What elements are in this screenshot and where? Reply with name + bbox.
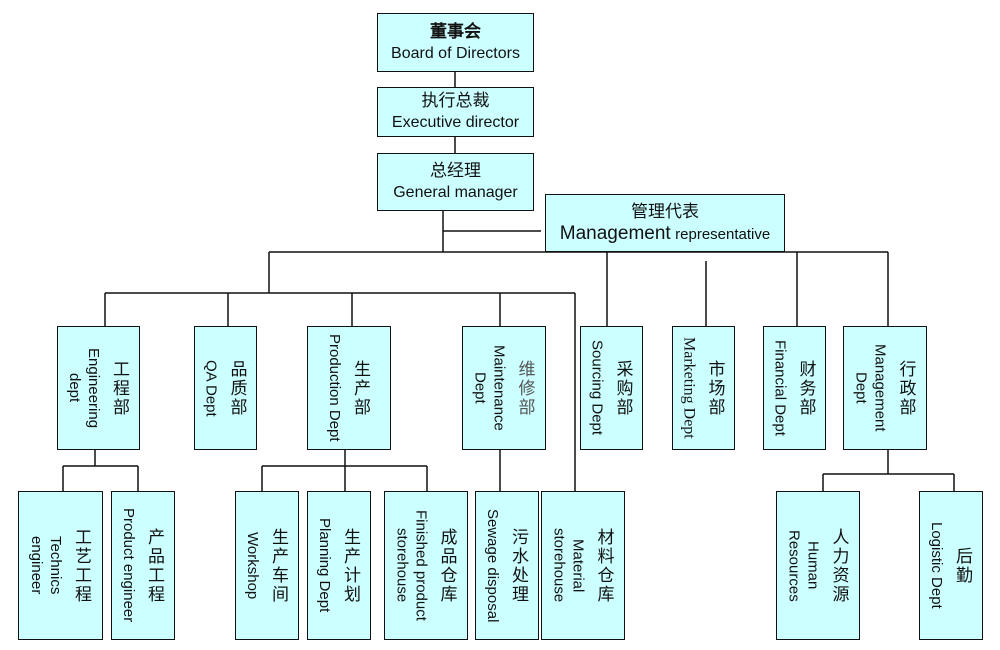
- dept-production: 生产部 Production Dept: [307, 326, 391, 450]
- general-manager-box: 总经理 General manager: [377, 153, 534, 211]
- unit-zh-label: 产品工程: [144, 527, 164, 604]
- unit-zh-label: 工艺工程: [71, 527, 91, 604]
- unit-en-label: Product engineer: [120, 508, 137, 623]
- dept-en-label: Marketing Dept: [680, 337, 698, 439]
- dept-zh-label: 市场部: [704, 359, 725, 417]
- unit-en-label: Finished product storehouse: [393, 510, 430, 621]
- dept-zh-label: 采购部: [612, 359, 633, 417]
- unit-zh-label: 生产车间: [268, 527, 288, 604]
- management-rep-en-rest: representative: [675, 225, 771, 243]
- unit-en-label: Workshop: [244, 531, 261, 600]
- board-en-label: Board of Directors: [391, 44, 520, 62]
- unit-en-label: Sewage disposal: [484, 508, 501, 623]
- unit-finished-product-storehouse: 成品仓库 Finished product storehouse: [384, 491, 468, 640]
- unit-product-engineer: 产品工程 Product engineer: [111, 491, 175, 640]
- unit-logistic-dept: 后勤 Logistic Dept: [919, 491, 983, 640]
- dept-en-label: QA Dept: [202, 359, 220, 417]
- unit-workshop: 生产车间 Workshop: [235, 491, 299, 640]
- dept-zh-label: 行政部: [895, 359, 916, 417]
- unit-zh-label: 人力资源: [828, 527, 849, 604]
- management-representative-box: 管理代表 Management representative: [545, 194, 785, 252]
- dept-zh-label: 维修部: [514, 359, 535, 417]
- dept-en-label: Sourcing Dept: [588, 340, 606, 436]
- dept-en-label: Management Dept: [852, 344, 889, 432]
- management-rep-en-label: Management representative: [560, 223, 770, 246]
- unit-zh-label: 污水处理: [508, 527, 528, 604]
- board-zh-label: 董事会: [430, 21, 481, 42]
- dept-en-label: Maintenance Dept: [471, 345, 508, 431]
- dept-financial: 财务部 Financial Dept: [763, 326, 826, 450]
- dept-zh-label: 品质部: [226, 359, 247, 417]
- general-manager-en-label: General manager: [393, 184, 518, 201]
- dept-en-label: Production Dept: [326, 334, 343, 442]
- unit-zh-label: 生产计划: [340, 527, 360, 604]
- unit-en-label: Planning Dept: [316, 518, 333, 613]
- unit-planning-dept: 生产计划 Planning Dept: [307, 491, 371, 640]
- unit-en-label: Human Resources: [785, 529, 822, 602]
- dept-engineering: 工程部 Engineering dept: [57, 326, 140, 450]
- dept-management: 行政部 Management Dept: [843, 326, 927, 450]
- unit-zh-label: 材料仓库: [593, 527, 614, 604]
- dept-qa: 品质部 QA Dept: [194, 326, 257, 450]
- dept-zh-label: 财务部: [795, 359, 816, 417]
- executive-director-box: 执行总裁 Executive director: [377, 87, 534, 137]
- unit-en-label: Logistic Dept: [928, 522, 945, 609]
- unit-human-resources: 人力资源 Human Resources: [776, 491, 860, 640]
- dept-maintenance: 维修部 Maintenance Dept: [462, 326, 546, 450]
- dept-en-label: Engineering dept: [66, 347, 102, 429]
- executive-zh-label: 执行总裁: [421, 91, 490, 111]
- dept-zh-label: 工程部: [109, 359, 129, 417]
- dept-en-label: Financial Dept: [771, 340, 789, 436]
- management-rep-en-main: Management: [559, 222, 671, 244]
- board-of-directors-box: 董事会 Board of Directors: [377, 13, 534, 72]
- unit-sewage-disposal: 污水处理 Sewage disposal: [475, 491, 539, 640]
- executive-en-label: Executive director: [391, 114, 520, 131]
- unit-en-label: Material storehouse: [550, 528, 587, 603]
- dept-sourcing: 采购部 Sourcing Dept: [580, 326, 643, 450]
- unit-material-storehouse: 材料仓库 Material storehouse: [541, 491, 625, 640]
- management-rep-zh-label: 管理代表: [631, 201, 699, 222]
- dept-marketing: 市场部 Marketing Dept: [672, 326, 735, 450]
- unit-zh-label: 成品仓库: [436, 527, 457, 604]
- dept-zh-label: 生产部: [350, 359, 370, 417]
- general-manager-zh-label: 总经理: [430, 161, 481, 181]
- unit-technics-engineer: 工艺工程 Technics engineer: [18, 491, 103, 640]
- unit-zh-label: 后勤: [952, 546, 972, 585]
- unit-en-label: Technics engineer: [28, 536, 64, 595]
